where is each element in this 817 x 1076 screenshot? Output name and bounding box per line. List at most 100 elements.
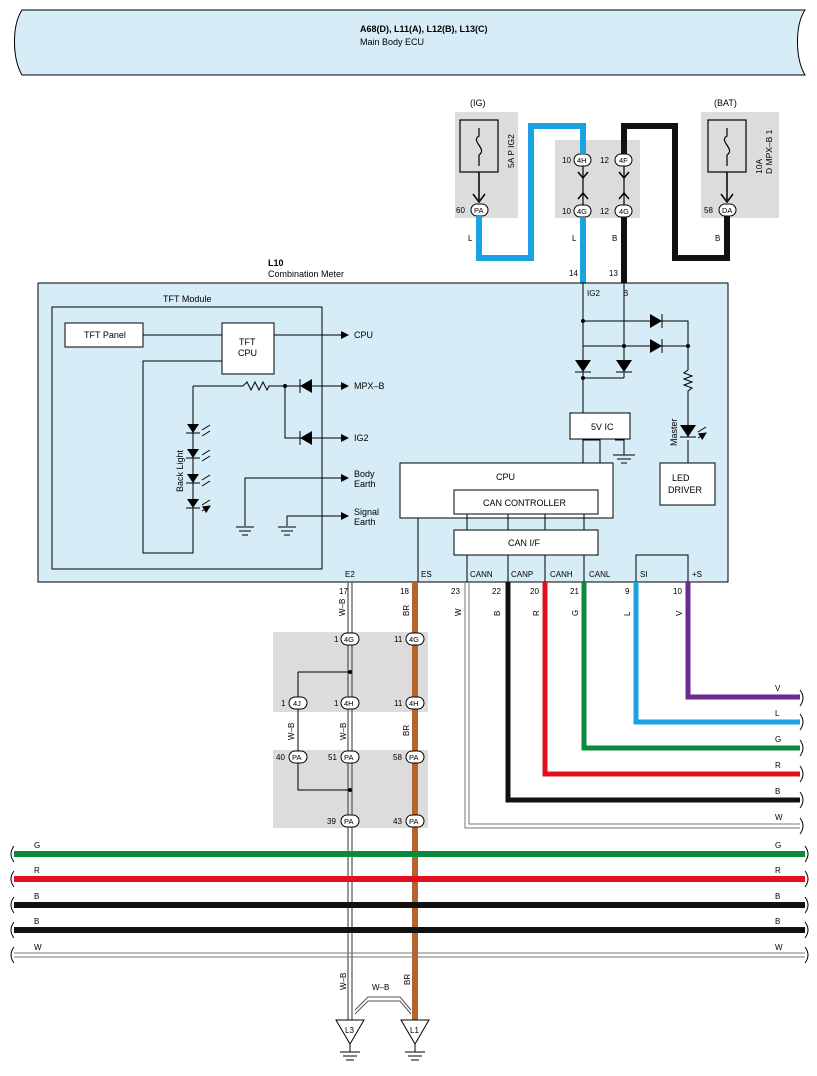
- junction-block-bottom: 1 4G 11 4G 1 4J 1 4H 11 4H W–B W–B BR 40…: [273, 582, 428, 1020]
- svg-text:1: 1: [334, 635, 339, 644]
- svg-text:12: 12: [600, 207, 609, 216]
- svg-text:L: L: [572, 234, 577, 243]
- svg-text:39: 39: [327, 817, 336, 826]
- svg-text:IG2: IG2: [354, 433, 369, 443]
- fuse-bat-group: (BAT): [714, 98, 737, 108]
- svg-text:22: 22: [492, 587, 501, 596]
- svg-text:+S: +S: [692, 570, 702, 579]
- junction-block-top: 10 4H 12 4F 10 4G 12 4G: [555, 140, 640, 218]
- svg-text:B: B: [493, 611, 502, 616]
- svg-text:5V IC: 5V IC: [591, 422, 614, 432]
- svg-text:1: 1: [281, 699, 286, 708]
- svg-text:CPU: CPU: [496, 472, 515, 482]
- svg-text:PA: PA: [344, 817, 353, 826]
- svg-text:G: G: [775, 841, 781, 850]
- svg-text:G: G: [34, 841, 40, 850]
- svg-text:B: B: [775, 787, 780, 796]
- tft-module: TFT Module TFT Panel TFT CPU CPU Back Li…: [51, 294, 385, 570]
- fuse-bat-amp: 10A: [754, 159, 764, 174]
- svg-text:L: L: [775, 709, 780, 718]
- svg-text:12: 12: [600, 156, 609, 165]
- svg-text:E2: E2: [345, 570, 355, 579]
- svg-text:SI: SI: [640, 570, 648, 579]
- right-bus-wires: [464, 582, 804, 835]
- svg-text:MPX–B: MPX–B: [354, 381, 385, 391]
- svg-text:W–B: W–B: [339, 973, 348, 990]
- fuse-ig-pin: 60: [456, 206, 465, 215]
- svg-text:11: 11: [394, 699, 403, 708]
- svg-text:Earth: Earth: [354, 517, 376, 527]
- svg-text:43: 43: [393, 817, 402, 826]
- meter-name: Combination Meter: [268, 269, 344, 279]
- fuse-ig-group: (IG): [470, 98, 486, 108]
- fuse-bat-name: D MPX–B 1: [764, 129, 774, 174]
- svg-text:B: B: [775, 892, 780, 901]
- svg-text:4H: 4H: [577, 156, 587, 165]
- wire-bat-b: [621, 123, 730, 261]
- svg-text:W–B: W–B: [372, 983, 389, 992]
- svg-text:V: V: [675, 610, 684, 616]
- svg-text:W–B: W–B: [338, 599, 347, 616]
- svg-text:18: 18: [400, 587, 409, 596]
- svg-text:Signal: Signal: [354, 507, 379, 517]
- svg-text:TFT Module: TFT Module: [163, 294, 211, 304]
- svg-text:W–B: W–B: [287, 723, 296, 740]
- svg-text:L: L: [468, 234, 473, 243]
- svg-text:1: 1: [334, 699, 339, 708]
- svg-text:G: G: [775, 735, 781, 744]
- svg-text:11: 11: [394, 635, 403, 644]
- svg-text:L1: L1: [410, 1026, 419, 1035]
- svg-text:Master: Master: [669, 418, 679, 446]
- svg-text:L: L: [623, 611, 632, 616]
- cpu-block: CPU CAN CONTROLLER CAN I/F: [399, 462, 689, 582]
- svg-text:14: 14: [569, 269, 578, 278]
- svg-text:PA: PA: [344, 753, 353, 762]
- svg-text:LED: LED: [672, 473, 690, 483]
- svg-text:BR: BR: [402, 605, 411, 616]
- svg-text:Back Light: Back Light: [175, 449, 185, 492]
- svg-text:CPU: CPU: [238, 348, 257, 358]
- svg-text:Earth: Earth: [354, 479, 376, 489]
- svg-text:G: G: [571, 610, 580, 616]
- svg-text:20: 20: [530, 587, 539, 596]
- svg-text:R: R: [532, 610, 541, 616]
- svg-text:B: B: [612, 234, 617, 243]
- led-driver: [659, 462, 716, 506]
- svg-text:CANH: CANH: [550, 570, 573, 579]
- svg-text:TFT: TFT: [239, 337, 256, 347]
- svg-text:CAN I/F: CAN I/F: [508, 538, 541, 548]
- meter-bottom-terminals: E2 ES CANN CANP CANH CANL SI +S 17 18 23…: [338, 570, 702, 616]
- svg-text:B: B: [623, 289, 628, 298]
- svg-text:17: 17: [339, 587, 348, 596]
- svg-text:V: V: [775, 684, 781, 693]
- lower-bus-wires: [10, 845, 809, 964]
- svg-text:R: R: [775, 761, 781, 770]
- svg-text:B: B: [775, 917, 780, 926]
- svg-text:W–B: W–B: [339, 723, 348, 740]
- fuse-bat-block: (BAT) 10A D MPX–B 1 DA 58: [701, 98, 779, 218]
- svg-text:W: W: [454, 608, 463, 616]
- svg-text:58: 58: [393, 753, 402, 762]
- svg-text:DRIVER: DRIVER: [668, 485, 703, 495]
- svg-text:TFT Panel: TFT Panel: [84, 330, 126, 340]
- svg-text:13: 13: [609, 269, 618, 278]
- svg-text:BR: BR: [403, 974, 412, 985]
- svg-text:B: B: [715, 234, 720, 243]
- svg-text:Body: Body: [354, 469, 375, 479]
- svg-text:23: 23: [451, 587, 460, 596]
- svg-text:IG2: IG2: [587, 289, 600, 298]
- svg-text:21: 21: [570, 587, 579, 596]
- svg-text:CAN CONTROLLER: CAN CONTROLLER: [483, 498, 567, 508]
- svg-text:4G: 4G: [577, 207, 587, 216]
- svg-text:R: R: [775, 866, 781, 875]
- svg-text:51: 51: [328, 753, 337, 762]
- svg-text:4J: 4J: [293, 699, 301, 708]
- svg-text:4H: 4H: [409, 699, 419, 708]
- svg-text:4G: 4G: [619, 207, 629, 216]
- svg-text:PA: PA: [409, 817, 418, 826]
- svg-text:B: B: [34, 917, 39, 926]
- meter-code: L10: [268, 258, 284, 268]
- svg-text:CPU: CPU: [354, 330, 373, 340]
- svg-text:B: B: [34, 892, 39, 901]
